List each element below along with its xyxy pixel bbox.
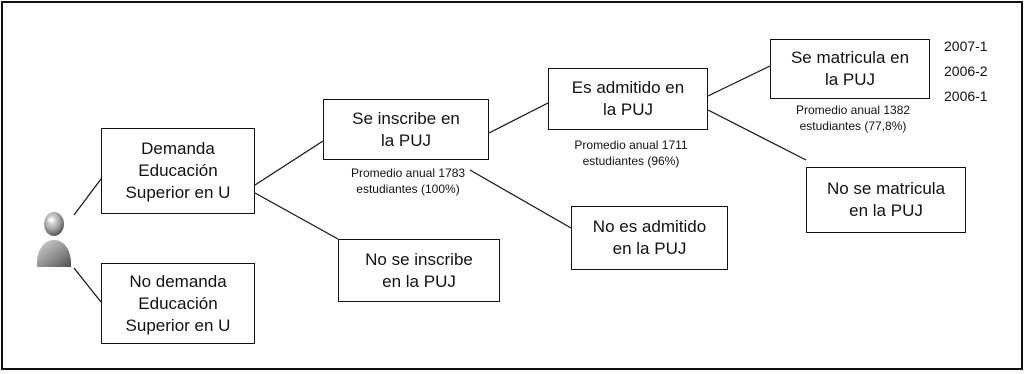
connector-admitido-to-matricula [707, 65, 771, 97]
note-admitido: Promedio anual 1711 estudiantes (96%) [574, 138, 688, 168]
node-no-se-matricula: No se matricula en la PUJ [806, 167, 966, 233]
node-se-matricula: Se matricula en la PUJ [770, 39, 930, 99]
connector-person-to-demanda [73, 178, 102, 216]
node-se-inscribe: Se inscribe en la PUJ [323, 99, 489, 160]
period-label: 2006-2 [944, 63, 988, 79]
node-no-demanda: No demanda Educación Superior en U [101, 263, 255, 344]
connector-inscribe-to-no-admitido [469, 169, 572, 229]
connector-demanda-to-no-inscribe [254, 192, 339, 240]
connector-demanda-to-inscribe [254, 140, 324, 186]
node-es-admitido: Es admitido en la PUJ [548, 68, 708, 130]
node-no-es-admitido: No es admitido en la PUJ [571, 206, 728, 270]
note-inscribe: Promedio anual 1783 estudiantes (100%) [350, 166, 466, 196]
note-matricula: Promedio anual 1382 estudiantes (77,8%) [795, 103, 911, 133]
period-label: 2007-1 [944, 38, 988, 54]
period-label: 2006-1 [944, 88, 988, 104]
node-no-se-inscribe: No se inscribe en la PUJ [338, 239, 500, 302]
person-icon [36, 212, 72, 267]
connector-admitido-to-no-matricula [707, 109, 807, 161]
node-demanda: Demanda Educación Superior en U [101, 128, 255, 214]
connector-person-to-no-demanda [73, 267, 102, 303]
connector-inscribe-to-admitido [488, 102, 549, 134]
